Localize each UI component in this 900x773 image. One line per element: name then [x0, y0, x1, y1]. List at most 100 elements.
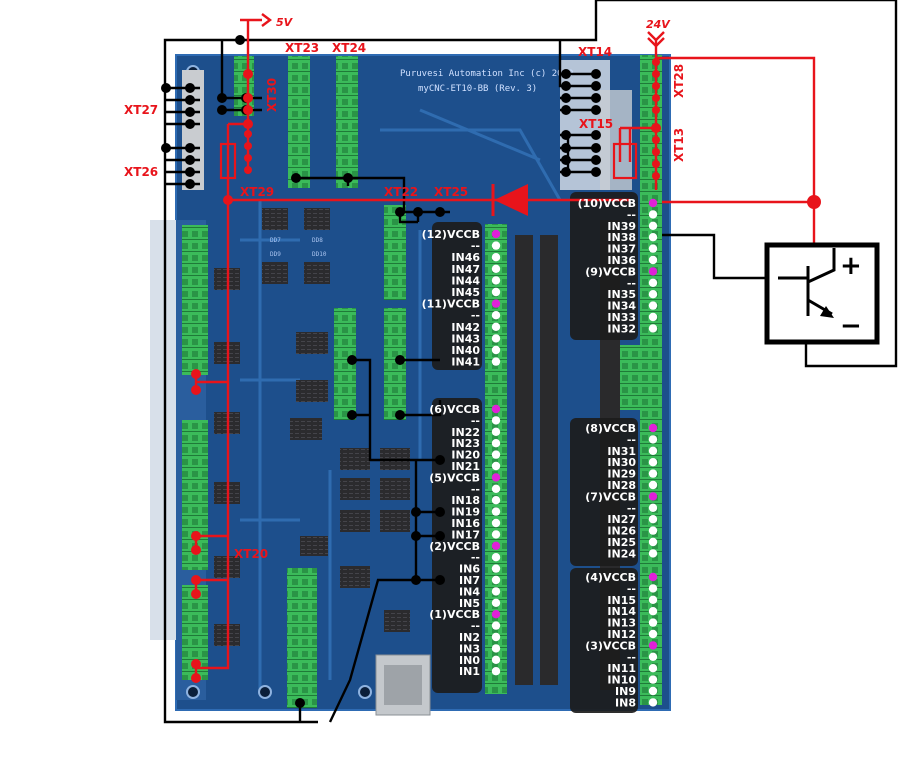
terminal-pin: [491, 311, 501, 320]
vccb-pin-marker: [491, 541, 501, 550]
terminal-xt22: [384, 205, 406, 300]
input-label: --: [627, 502, 636, 515]
terminal-pin: [491, 276, 501, 285]
chip-label-dd7: DD7: [270, 237, 281, 244]
input-labels-right: (10)VCCB--IN39IN38IN37IN36(9)VCCB--IN35I…: [578, 197, 637, 709]
input-label: IN40: [451, 344, 480, 357]
chip-dd7: [262, 208, 288, 230]
input-label: IN32: [607, 322, 636, 335]
input-label: (8)VCCB: [585, 422, 636, 435]
input-label: IN34: [607, 300, 636, 313]
input-label: (6)VCCB: [429, 403, 480, 416]
input-label: --: [471, 483, 480, 496]
terminal-pin: [648, 210, 658, 219]
input-label: --: [471, 620, 480, 633]
terminal-pin: [648, 629, 658, 639]
input-label: IN18: [451, 494, 480, 507]
label-xt22: XT22: [384, 185, 418, 199]
input-label: --: [627, 208, 636, 221]
input-label: IN20: [451, 449, 480, 462]
npn-sensor: + −: [764, 242, 880, 345]
terminal-pin: [648, 503, 658, 512]
label-xt14: XT14: [578, 45, 612, 59]
terminal-pin: [491, 621, 501, 630]
terminal-pin: [648, 233, 658, 242]
terminal-pin: [491, 644, 501, 653]
label-xt15: XT15: [579, 117, 613, 131]
vccb-pin-marker: [648, 641, 658, 650]
input-label: (9)VCCB: [585, 265, 636, 278]
input-label: IN17: [451, 528, 480, 541]
input-label: (3)VCCB: [585, 639, 636, 652]
terminal-pin: [491, 345, 501, 355]
fuse-5v: [219, 142, 237, 180]
terminal-pin: [648, 595, 658, 604]
red-junctions: [191, 58, 821, 683]
terminal-pin: [491, 439, 501, 448]
terminal-pin: [491, 655, 501, 664]
input-label: --: [471, 240, 480, 253]
input-label: IN9: [615, 685, 636, 698]
input-label: IN2: [459, 631, 480, 644]
input-label: IN8: [615, 696, 636, 709]
sensor-minus-label: −: [840, 311, 862, 341]
terminal-pin: [648, 675, 658, 684]
label-5v: 5V: [276, 16, 294, 29]
terminal-xt24: [336, 56, 358, 188]
input-label: IN24: [607, 547, 636, 560]
terminal-pin: [491, 264, 501, 273]
terminal-pin: [491, 598, 501, 607]
input-label: IN31: [607, 445, 636, 458]
terminal-pin: [648, 469, 658, 478]
input-label: IN22: [451, 426, 480, 439]
vccb-pin-marker: [648, 267, 658, 276]
terminal-pin: [491, 518, 501, 528]
input-label: IN3: [459, 642, 480, 655]
label-overlays: [432, 192, 638, 713]
input-label: (5)VCCB: [429, 471, 480, 484]
terminal-pin: [648, 221, 658, 230]
diode-symbol: [491, 184, 528, 216]
vccb-pin-marker: [491, 473, 501, 482]
input-label: IN27: [607, 513, 636, 526]
terminal-pin: [491, 484, 501, 493]
terminal-pin: [491, 496, 501, 505]
input-label: IN25: [607, 536, 636, 549]
input-label: IN12: [607, 628, 636, 641]
terminal-pin: [648, 526, 658, 535]
terminal-pin: [491, 334, 501, 343]
label-xt13: XT13: [672, 128, 686, 162]
input-labels-middle: (12)VCCB--IN46IN47IN44IN45(11)VCCB--IN42…: [422, 228, 481, 678]
input-label: IN21: [451, 460, 480, 473]
terminal-pin: [491, 461, 501, 471]
terminal-xt23: [288, 56, 310, 188]
vccb-pin-marker: [648, 198, 658, 208]
input-label: IN10: [607, 674, 636, 687]
input-label: --: [627, 433, 636, 446]
terminal-pin: [648, 686, 658, 696]
input-label: IN43: [451, 332, 480, 345]
terminal-pin: [491, 587, 501, 596]
terminal-pin: [491, 427, 501, 436]
terminal-pin: [648, 446, 658, 455]
pins-right-column: [648, 198, 658, 707]
terminal-pin: [491, 575, 501, 585]
terminal-pin: [648, 652, 658, 661]
terminal-pin: [648, 278, 658, 287]
terminal-pin: [491, 530, 501, 539]
input-label: --: [471, 551, 480, 564]
input-label: IN39: [607, 220, 636, 233]
terminal-pin: [648, 618, 658, 627]
input-label: (11)VCCB: [422, 298, 480, 311]
terminal-pin: [648, 698, 658, 707]
input-label: IN37: [607, 243, 636, 256]
input-label: IN5: [459, 597, 480, 610]
terminal-pin: [648, 607, 658, 616]
terminal-pin: [648, 290, 658, 299]
input-label: IN0: [459, 654, 480, 667]
terminal-pin: [648, 515, 658, 524]
input-label: IN36: [607, 254, 636, 267]
chip-label-dd9: DD9: [270, 251, 281, 258]
label-xt25: XT25: [434, 185, 468, 199]
terminal-pin: [648, 255, 658, 265]
